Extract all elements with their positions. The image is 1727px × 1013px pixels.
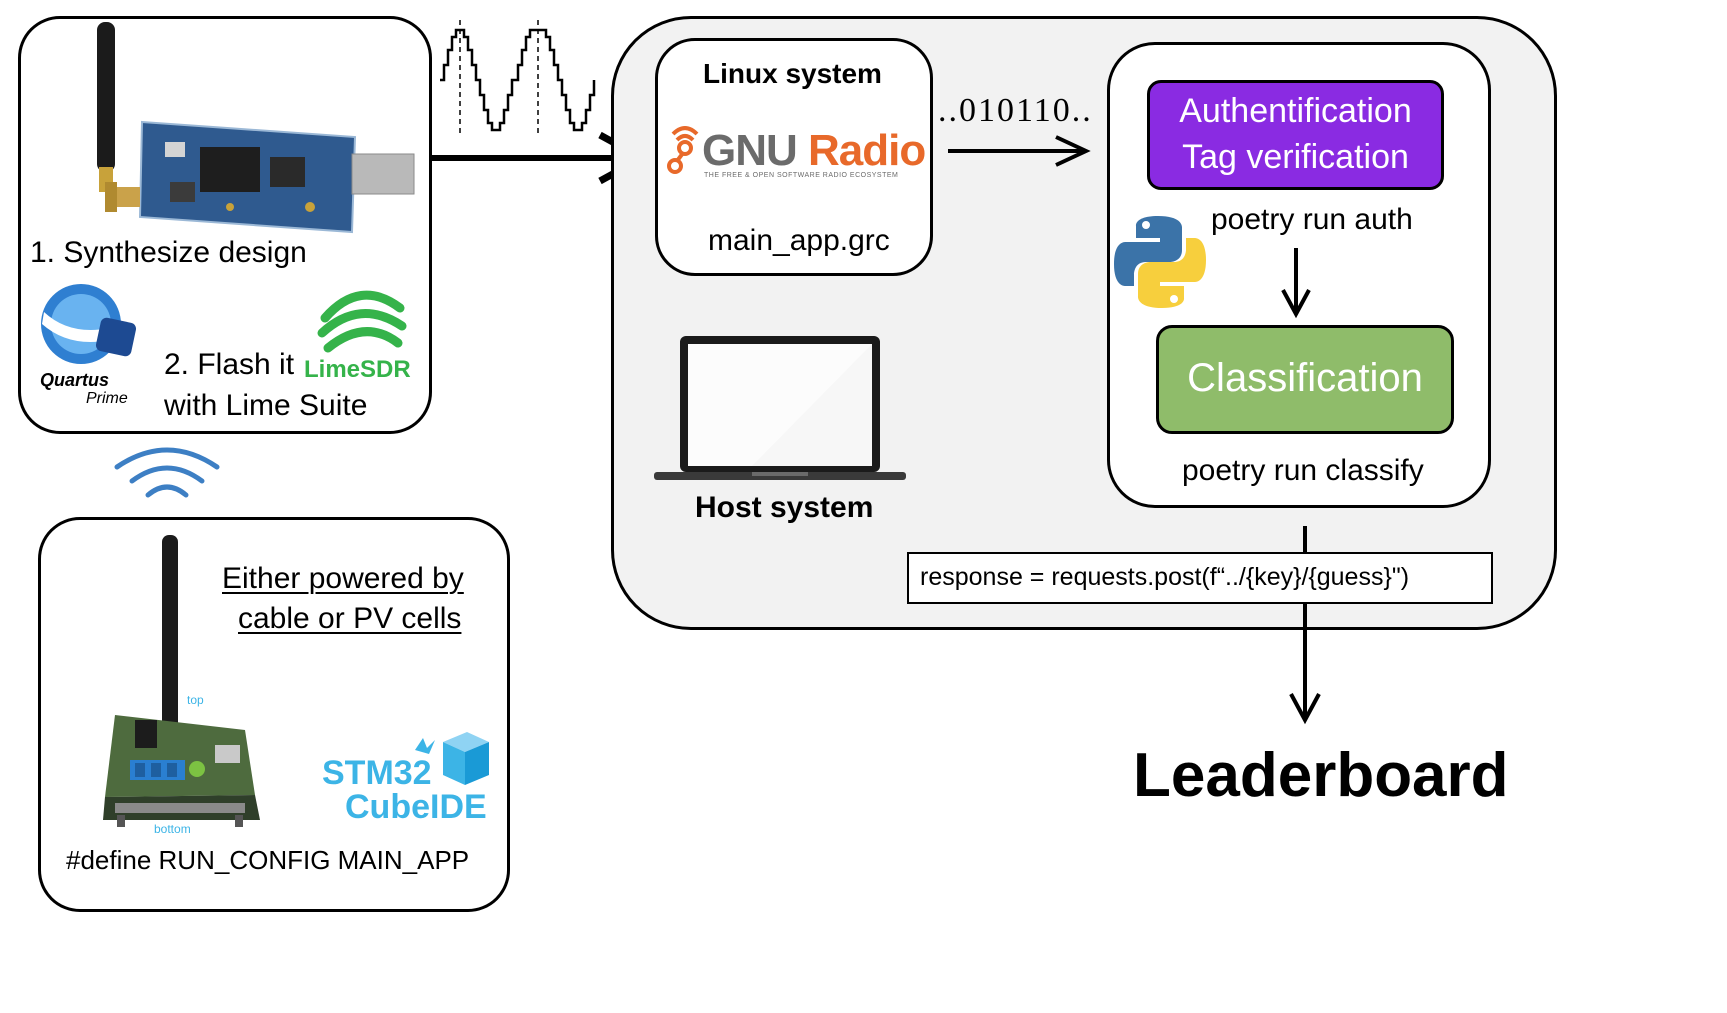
- device-panel: [38, 517, 510, 912]
- step-flash-label-1: 2. Flash it: [164, 348, 295, 381]
- stm32-logo-line-1: STM32: [322, 754, 432, 792]
- step-flash-label-2: with Lime Suite: [164, 389, 368, 422]
- board-bottom-label: bottom: [154, 822, 191, 836]
- gnuradio-logo-text: GNU Radio: [702, 126, 926, 176]
- linux-system-box: [655, 38, 933, 276]
- limesdr-logo-icon: [317, 290, 407, 353]
- board-top-label: top: [187, 693, 204, 707]
- quartus-logo-text: Quartus: [40, 370, 110, 390]
- stm32-cube-icon: [415, 732, 489, 785]
- host-system-label: Host system: [695, 491, 874, 524]
- grc-file-label: main_app.grc: [708, 224, 890, 257]
- auth-tag-verification-box: [1147, 80, 1444, 190]
- python-logo-icon: [1114, 216, 1206, 308]
- device-board-image: [103, 535, 260, 827]
- response-code-text: response = requests.post(f“../{key}/{gue…: [920, 563, 1410, 591]
- binary-stream-label: ..010110..: [938, 92, 1093, 129]
- classify-command-label: poetry run classify: [1182, 454, 1424, 487]
- gnuradio-logo-radio-part: Radio: [808, 126, 926, 175]
- wifi-icon: [114, 447, 220, 498]
- gnuradio-logo-icon: [667, 126, 699, 174]
- step-synthesize-label: 1. Synthesize design: [30, 236, 307, 269]
- signal-waveform: [440, 20, 596, 135]
- limesdr-logo-text: LimeSDR: [304, 356, 411, 383]
- leaderboard-title: Leaderboard: [1133, 741, 1509, 810]
- classification-box: [1156, 325, 1454, 434]
- quartus-logo-subtext: Prime: [86, 390, 128, 407]
- auth-box-line-2: Tag verification: [1182, 138, 1409, 176]
- auth-box-line-1: Authentification: [1179, 92, 1412, 130]
- define-run-config: #define RUN_CONFIG MAIN_APP: [66, 845, 470, 875]
- response-code-box: [907, 552, 1493, 604]
- power-source-line-1: Either powered by: [222, 562, 464, 595]
- limesdr-panel: [18, 16, 432, 434]
- power-source-line-2: cable or PV cells: [238, 602, 462, 635]
- auth-command-label: poetry run auth: [1211, 203, 1413, 236]
- auth-to-classify-arrow: [1281, 248, 1311, 319]
- linux-system-title: Linux system: [703, 58, 882, 89]
- classification-box-label: Classification: [1187, 356, 1423, 400]
- linux-to-auth-arrow: [948, 135, 1091, 167]
- limesdr-board-image: [97, 22, 415, 234]
- stm32-logo-line-2: CubeIDE: [345, 788, 487, 826]
- laptop-icon: [654, 336, 906, 480]
- gnuradio-logo-wordmark: GNU: [702, 126, 798, 175]
- quartus-logo-icon: [41, 284, 137, 364]
- gnuradio-tagline: THE FREE & OPEN SOFTWARE RADIO ECOSYSTEM: [704, 172, 899, 179]
